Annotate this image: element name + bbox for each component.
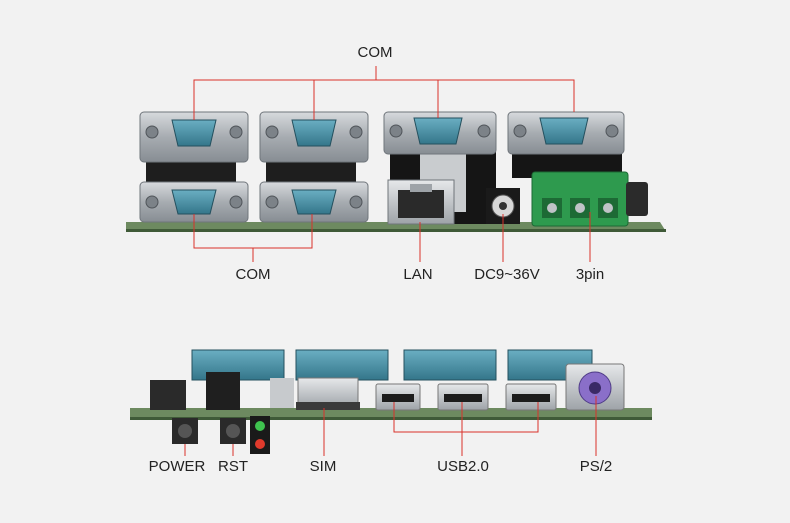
usb-port	[437, 383, 489, 411]
ps2-port	[565, 363, 625, 411]
dc-label: DC9~36V	[474, 266, 540, 283]
callout-lines	[184, 66, 597, 456]
ps2-label: PS/2	[579, 458, 613, 475]
usb-label: USB2.0	[437, 458, 489, 475]
power-button	[172, 418, 198, 444]
power-label: POWER	[148, 458, 206, 475]
top-pcb	[126, 222, 666, 232]
status-leds	[250, 416, 270, 454]
sim-slot	[296, 402, 360, 410]
rst-label: RST	[218, 458, 248, 475]
com-upper-4	[507, 111, 625, 178]
usb-port	[375, 383, 421, 411]
com-stack-right	[259, 111, 369, 223]
terminal-block-3pin	[531, 171, 629, 227]
rj45-port	[387, 179, 455, 225]
sim-label: SIM	[309, 458, 337, 475]
dc-jack	[486, 188, 520, 224]
lan-label: LAN	[403, 266, 433, 283]
com-top-label: COM	[357, 44, 393, 61]
pin-label: 3pin	[575, 266, 605, 283]
bottom-pcb	[130, 408, 652, 420]
capacitor	[626, 182, 648, 216]
com-bottom-label: COM	[235, 266, 271, 283]
rear-com-blocks	[191, 349, 593, 381]
reset-button	[220, 418, 246, 444]
usb-port	[505, 383, 557, 411]
com-stack-left	[139, 111, 249, 223]
